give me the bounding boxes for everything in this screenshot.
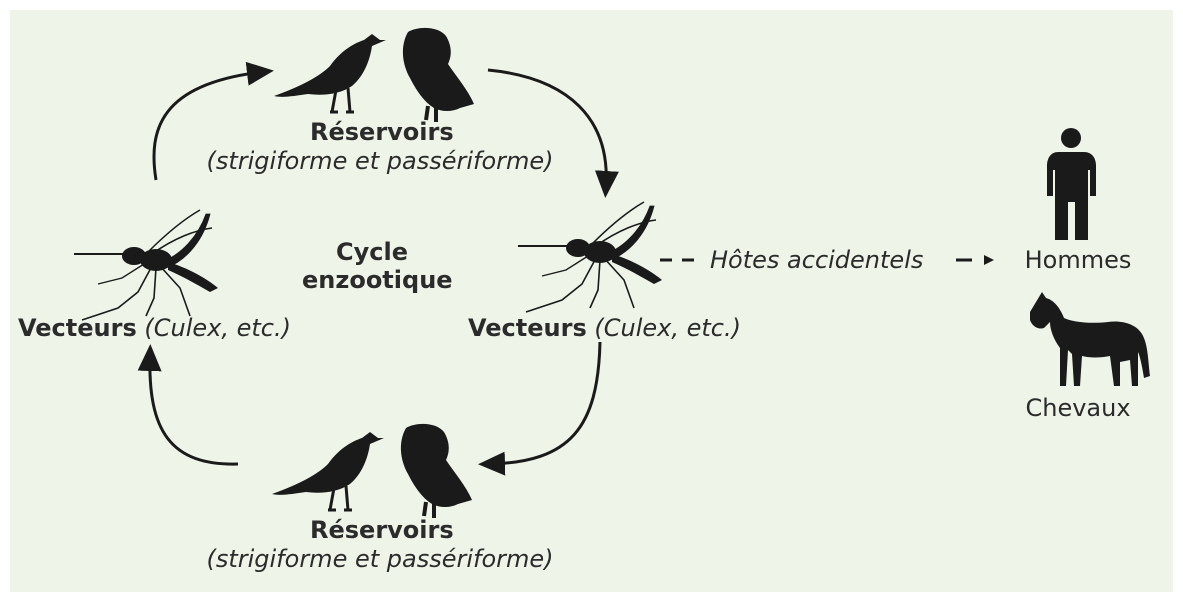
cycle-label-line2: enzootique: [302, 266, 442, 294]
human-icon: [1047, 128, 1096, 240]
reservoir-top-title: Réservoirs: [310, 118, 450, 146]
mosquito-icon-left: [74, 210, 218, 320]
reservoir-top-subtitle: (strigiforme et passériforme): [180, 147, 580, 175]
songbird-icon-bottom: [272, 432, 384, 510]
vector-left-detail: (Culex, etc.): [144, 314, 291, 342]
arrow-vector-to-reservoir-bottom: [490, 342, 600, 464]
diagram-panel: Réservoirs (strigiforme et passériforme)…: [10, 10, 1173, 592]
arrow-reservoir-bottom-to-vector: [150, 356, 238, 464]
songbird-icon-top: [274, 34, 386, 112]
reservoir-bottom-subtitle: (strigiforme et passériforme): [180, 545, 580, 573]
owl-icon-bottom: [401, 424, 472, 518]
owl-icon-top: [403, 28, 474, 122]
accidental-hosts-label: Hôtes accidentels: [710, 246, 923, 274]
cycle-label-line1: Cycle: [302, 238, 442, 266]
vector-right-label: Vecteurs (Culex, etc.): [468, 314, 741, 342]
vector-right-title: Vecteurs: [468, 314, 587, 342]
accidental-arrowhead: [984, 255, 994, 265]
reservoir-bottom-title: Réservoirs: [310, 516, 450, 544]
horse-icon: [1030, 292, 1150, 386]
diagram-canvas: [10, 10, 1173, 592]
vector-right-detail: (Culex, etc.): [594, 314, 741, 342]
vector-left-label: Vecteurs (Culex, etc.): [18, 314, 291, 342]
host-humans-label: Hommes: [1014, 246, 1142, 274]
vector-left-title: Vecteurs: [18, 314, 137, 342]
host-horses-label: Chevaux: [1014, 394, 1142, 422]
mosquito-icon-right: [518, 202, 662, 312]
